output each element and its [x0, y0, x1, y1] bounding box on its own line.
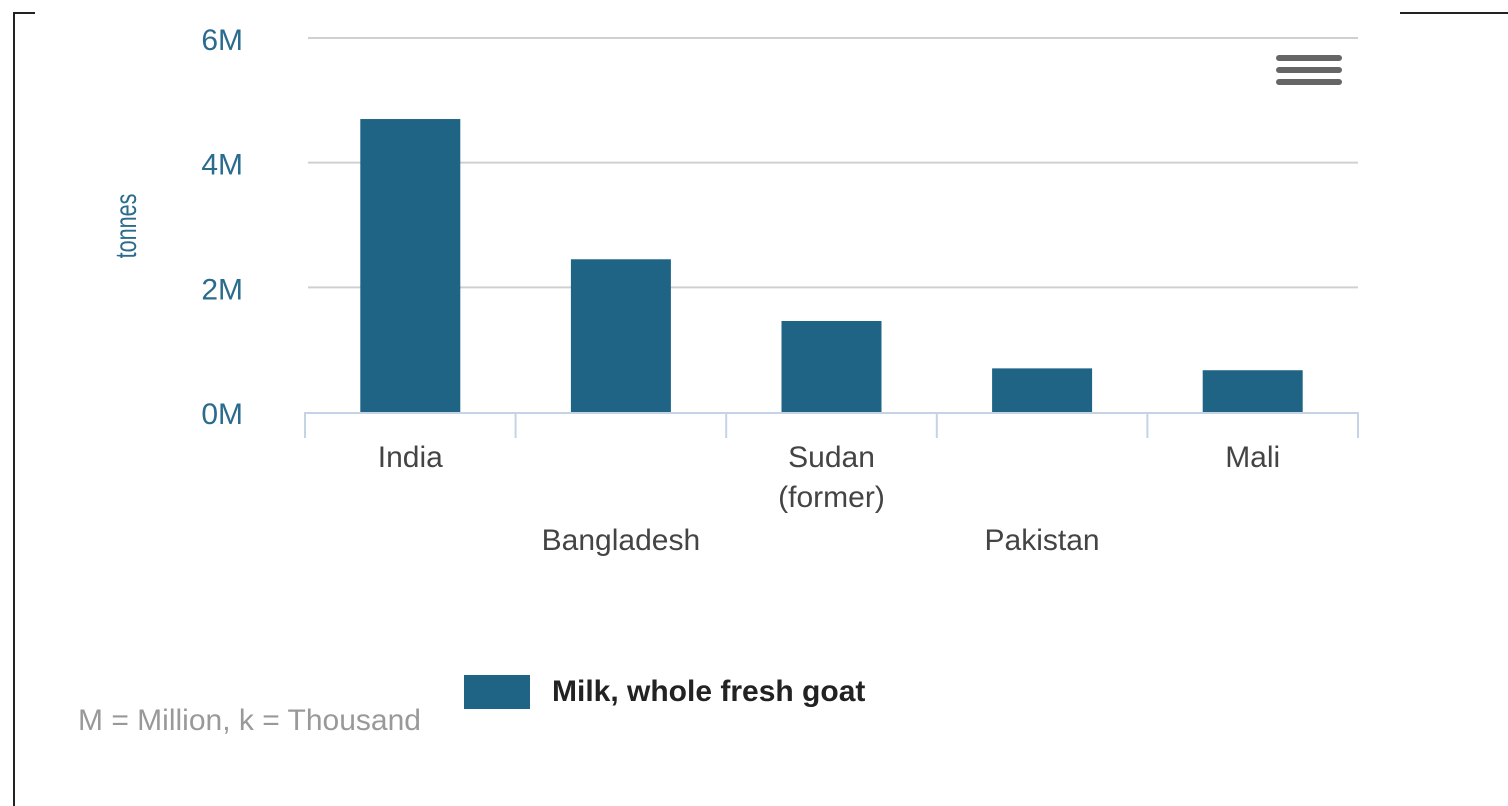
bar	[360, 119, 461, 413]
legend-swatch	[464, 675, 530, 709]
y-tick-label: 6M	[201, 24, 243, 57]
legend-item[interactable]: Milk, whole fresh goat	[464, 674, 865, 710]
y-axis-title: tonnes	[108, 194, 142, 259]
frame-border-left	[13, 12, 15, 806]
hamburger-menu-icon-bar	[1276, 67, 1342, 73]
footnote: M = Million, k = Thousand	[78, 704, 421, 737]
hamburger-menu-icon	[1276, 55, 1342, 61]
x-tick-label: (former)	[778, 481, 885, 514]
y-tick-label: 4M	[201, 149, 243, 182]
hamburger-menu-icon-bar	[1276, 79, 1342, 85]
chart-menu-button[interactable]	[1270, 52, 1350, 94]
y-tick-label: 2M	[201, 273, 243, 306]
bar	[1202, 370, 1303, 412]
x-tick-label: Sudan	[788, 441, 875, 474]
frame-border-top-right	[1400, 12, 1508, 14]
y-tick-label: 0M	[201, 398, 243, 431]
bar	[570, 259, 671, 412]
x-tick-label: Bangladesh	[542, 524, 700, 557]
frame-border-top-left	[13, 12, 35, 14]
x-tick-label: India	[378, 441, 443, 474]
bar	[781, 320, 882, 412]
x-tick-label: Mali	[1225, 441, 1280, 474]
legend-label: Milk, whole fresh goat	[552, 675, 866, 708]
x-tick-label: Pakistan	[985, 524, 1100, 557]
bar	[992, 368, 1093, 412]
